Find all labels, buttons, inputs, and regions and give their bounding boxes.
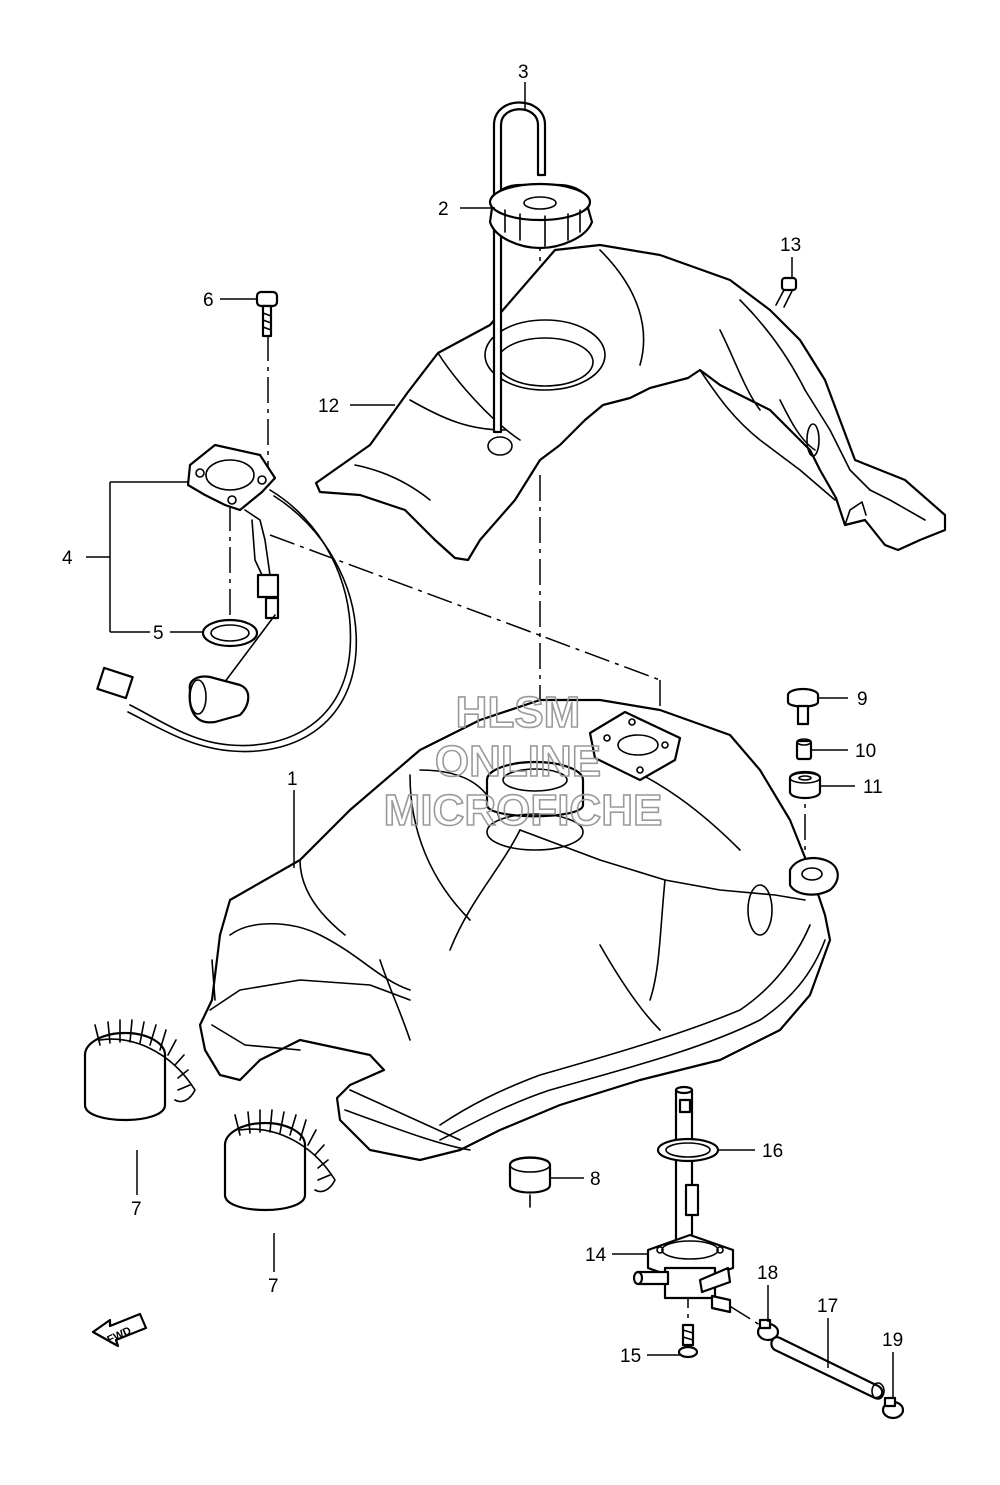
watermark-line2: ONLINE [435,737,601,786]
callout-2: 2 [438,199,449,220]
hose-clamp-left [756,1318,780,1342]
callout-4: 4 [62,548,73,569]
callout-labels: 1 2 3 4 5 6 7 7 8 9 10 11 12 13 14 15 16… [62,62,903,1367]
fuel-valve [632,1085,735,1314]
rubber-cushion [508,1156,552,1208]
valve-screw [677,1323,699,1359]
callout-18: 18 [757,1263,778,1284]
fuel-hose [770,1336,885,1400]
tank-band-right [223,1109,336,1211]
callout-1: 1 [287,769,298,790]
callout-16: 16 [762,1141,783,1162]
cover-bolt [775,276,798,308]
callout-12: 12 [318,396,339,417]
hose-clamp-right [881,1396,905,1420]
fuel-tank [198,698,839,1162]
watermark-line3: MICROFICHE [384,786,663,835]
callout-13: 13 [780,235,801,256]
tank-cover [314,243,947,562]
collar [795,738,813,761]
callout-6: 6 [203,290,214,311]
callout-11: 11 [863,777,883,798]
watermark-line1: HLSM [456,688,581,737]
valve-o-ring [656,1137,720,1163]
callout-17: 17 [817,1296,838,1317]
tank-band-left [83,1019,196,1121]
callout-14: 14 [585,1245,607,1266]
mount-bolt [786,687,820,726]
pump-o-ring [201,618,259,648]
callout-19: 19 [882,1330,903,1351]
callout-8: 8 [590,1169,601,1190]
breather-hose [492,101,547,434]
callout-3: 3 [518,62,529,83]
callout-5: 5 [153,623,164,644]
pump-screw [255,290,279,338]
leader-lines [86,82,894,1398]
cushion [788,770,822,800]
fuel-pump-assembly [96,443,358,753]
callout-10: 10 [855,741,876,762]
watermark: HLSM ONLINE MICROFICHE [383,687,663,836]
callout-7b: 7 [268,1276,279,1297]
fuel-cap [488,182,594,250]
callout-7a: 7 [131,1199,142,1220]
callout-15: 15 [620,1346,641,1367]
callout-9: 9 [857,689,868,710]
fwd-arrow-icon: FWD [91,1312,148,1348]
